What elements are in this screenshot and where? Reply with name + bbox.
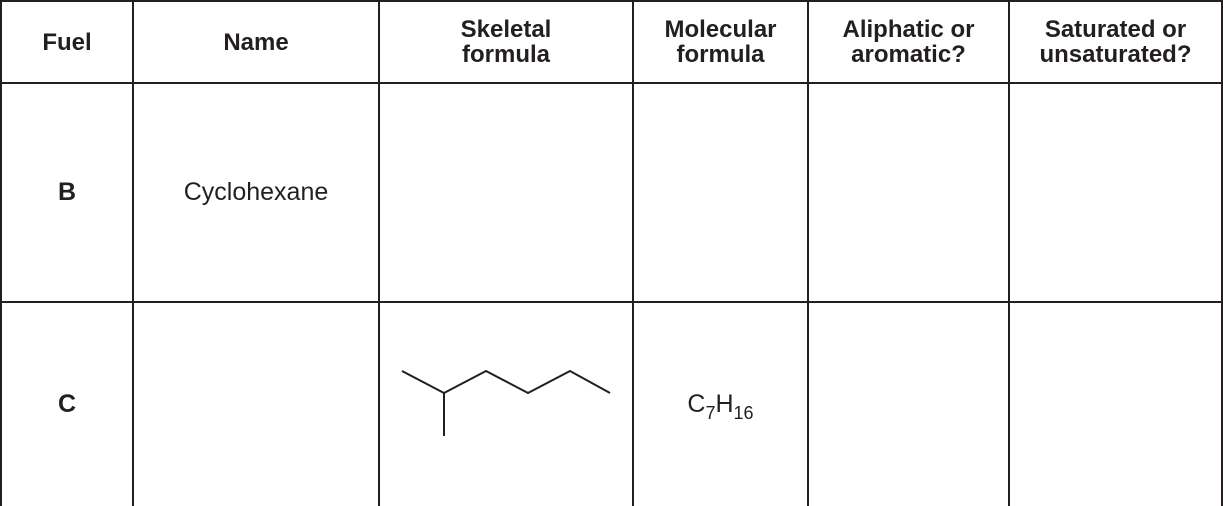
header-skeletal-formula: Skeletal formula [460, 16, 552, 68]
row-c-fuel: C [57, 390, 77, 418]
column-divider-3 [632, 0, 634, 506]
row-b-fuel: B [57, 178, 77, 206]
row-b-aliphatic-or-aromatic[interactable] [809, 84, 1008, 301]
2-methylhexane-skeletal-icon [401, 369, 611, 436]
molecular-formula-text: C7H16 [687, 390, 754, 423]
row-b-name: Cyclohexane [183, 178, 329, 206]
column-border-right [1221, 0, 1223, 506]
header-row-divider [0, 82, 1223, 84]
row-c-name[interactable] [134, 303, 378, 506]
header-name: Name [223, 28, 289, 56]
column-divider-2 [378, 0, 380, 506]
column-border-left [0, 0, 2, 506]
table-top-border [0, 0, 1223, 2]
row-divider [0, 301, 1223, 303]
row-b-skeletal-formula[interactable] [380, 84, 632, 301]
row-b-saturated-or-unsaturated[interactable] [1010, 84, 1221, 301]
column-divider-5 [1008, 0, 1010, 506]
header-molecular-formula: Molecular formula [664, 16, 777, 68]
header-fuel: Fuel [42, 28, 92, 56]
column-divider-4 [807, 0, 809, 506]
row-c-aliphatic-or-aromatic[interactable] [809, 303, 1008, 506]
row-b-molecular-formula[interactable] [634, 84, 807, 301]
header-aliphatic-or-aromatic: Aliphatic or aromatic? [842, 16, 975, 68]
row-c-saturated-or-unsaturated[interactable] [1010, 303, 1221, 506]
row-c-molecular-formula: C7H16 [634, 303, 807, 506]
header-saturated-or-unsaturated: Saturated or unsaturated? [1039, 16, 1192, 68]
column-divider-1 [132, 0, 134, 506]
